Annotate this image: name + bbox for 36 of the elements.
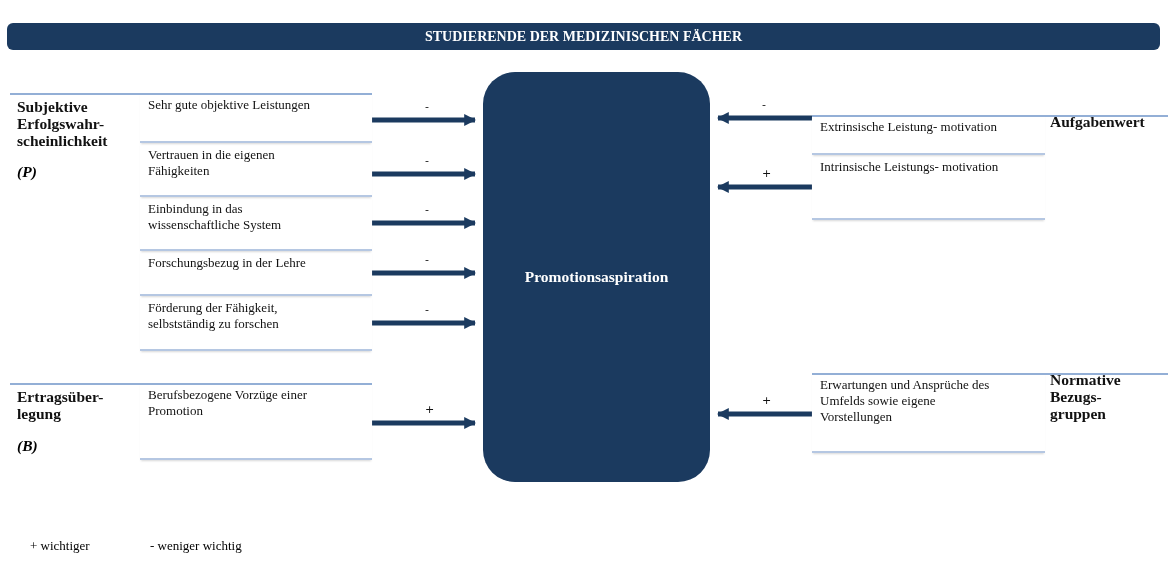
arrow [372, 417, 477, 429]
edge-label: + [423, 404, 437, 416]
legend-note: + wichtiger [30, 538, 90, 554]
factor-text: Einbindung in das wissenschaftliche System [148, 201, 283, 233]
group-heading: Subjektive Erfolgswahr- scheinlichkeit [17, 98, 109, 149]
factor-text: Intrinsische Leistungs- motivation [820, 159, 1000, 175]
factor-group [812, 115, 1168, 220]
factor-text: Extrinsische Leistung- motivation [820, 119, 998, 135]
factor-group [10, 383, 372, 460]
edge-label: + [760, 395, 774, 407]
factor-text: Erwartungen und Ansprüche des Umfelds sowie eigene Vorstellungen [820, 377, 991, 425]
factor-text: Forschungsbezug in der Lehre [148, 255, 307, 271]
title-band: STUDIERENDE DER MEDIZINISCHEN FÄCHER [7, 23, 1160, 50]
edge-label: + [760, 168, 774, 180]
group-heading: Normative Bezugs- gruppen [1050, 371, 1122, 422]
group-symbol: (B) [17, 437, 39, 455]
group-symbol: (P) [17, 163, 38, 181]
group-heading: Ertragsüber- legung [17, 388, 105, 422]
legend-note: - weniger wichtig [150, 538, 242, 554]
group-heading: Aufgabenwert [1050, 113, 1146, 130]
factor-text: Berufsbezogene Vorzüge einer Promotion [148, 387, 309, 419]
factor-text: Förderung der Fähigkeit, selbstständig zu forschen [148, 300, 280, 332]
arrow [372, 168, 477, 180]
outcome-box [483, 72, 710, 482]
factor-group [10, 93, 372, 351]
arrow [372, 217, 477, 229]
arrow [372, 317, 477, 329]
outcome-label: Promotionsaspiration [524, 268, 669, 286]
factor-group [812, 373, 1168, 453]
arrow [372, 114, 477, 126]
arrow [716, 181, 812, 193]
factor-text: Vertrauen in die eigenen Fähigkeiten [148, 147, 276, 179]
arrow [372, 267, 477, 279]
factor-text: Sehr gute objektive Leistungen [148, 97, 312, 113]
arrow [716, 112, 812, 124]
arrow [716, 408, 812, 420]
